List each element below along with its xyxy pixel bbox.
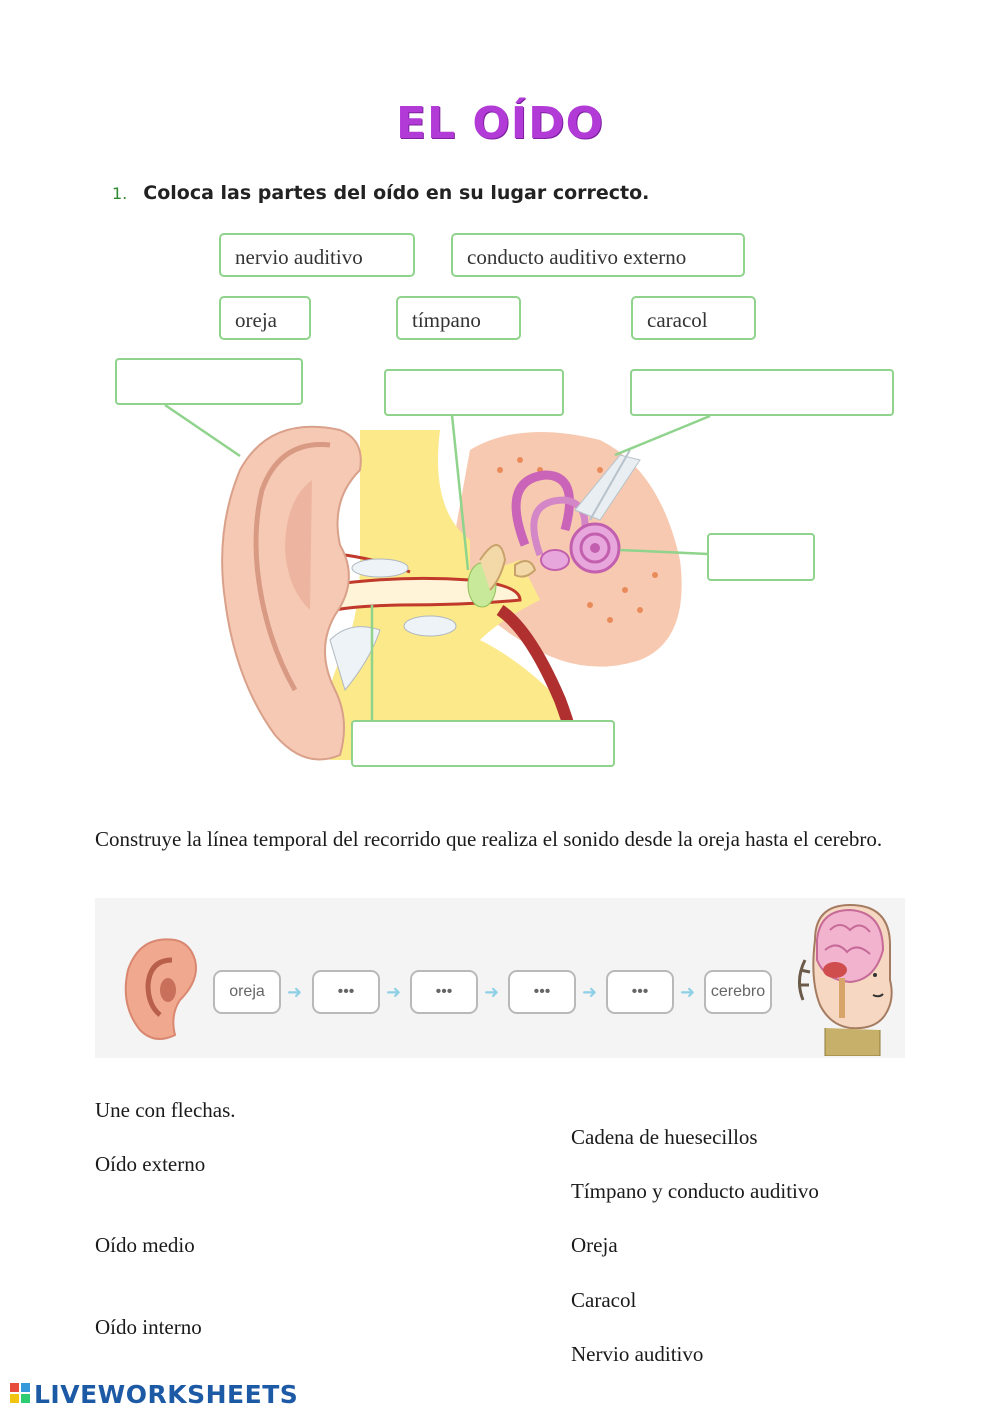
timeline-step-blank-2[interactable]: ••• [410,970,478,1014]
child-brain-icon [798,903,893,1056]
exercise-2-instruction: Construye la línea temporal del recorrid… [95,827,883,851]
right-item-cadena-de-huesecillos[interactable]: Cadena de huesecillos [571,1125,758,1149]
ear-icon [124,938,197,1040]
timeline-arrow-icon: ➜ [386,982,402,1003]
answer-box-oreja[interactable] [115,358,303,405]
timeline-step-oreja: oreja [213,970,281,1014]
answer-box-caracol[interactable] [707,533,815,581]
ear-anatomy-illustration [164,403,711,761]
right-item-caracol[interactable]: Caracol [571,1288,637,1312]
exercise-1-instruction: 1. Coloca las partes del oído en su lugar… [112,182,649,204]
answer-box-nervio[interactable] [630,369,894,416]
timeline-arrow-icon: ➜ [582,982,598,1003]
word-chip-caracol[interactable]: caracol [631,296,756,340]
timeline-arrow-icon: ➜ [287,982,303,1003]
footer-brand[interactable]: LIVEWORKSHEETS [34,1380,299,1409]
timeline-step-blank-3[interactable]: ••• [508,970,576,1014]
right-item-timpano-y-conducto[interactable]: Tímpano y conducto auditivo [571,1179,819,1203]
timeline-step-blank-1[interactable]: ••• [312,970,380,1014]
timeline-arrow-icon: ➜ [484,982,500,1003]
exercise-1-text: Coloca las partes del oído en su lugar c… [143,182,650,204]
left-item-oido-interno[interactable]: Oído interno [95,1315,202,1339]
right-item-oreja[interactable]: Oreja [571,1233,618,1257]
left-item-oido-externo[interactable]: Oído externo [95,1152,206,1176]
exercise-3-instruction: Une con flechas. [95,1098,236,1122]
right-item-nervio-auditivo[interactable]: Nervio auditivo [571,1342,704,1366]
timeline-arrow-icon: ➜ [680,982,696,1003]
answer-box-conducto[interactable] [351,720,615,767]
liveworksheets-logo-icon [10,1383,30,1403]
exercise-number: 1. [112,184,128,203]
timeline-step-cerebro: cerebro [704,970,772,1014]
word-chip-nervio-auditivo[interactable]: nervio auditivo [219,233,415,277]
word-chip-oreja[interactable]: oreja [219,296,311,340]
word-chip-timpano[interactable]: tímpano [396,296,521,340]
answer-box-timpano[interactable] [384,369,564,416]
timeline-step-blank-4[interactable]: ••• [606,970,674,1014]
page-title: EL OÍDO [395,98,605,149]
word-chip-conducto-auditivo-externo[interactable]: conducto auditivo externo [451,233,745,277]
left-item-oido-medio[interactable]: Oído medio [95,1233,195,1257]
